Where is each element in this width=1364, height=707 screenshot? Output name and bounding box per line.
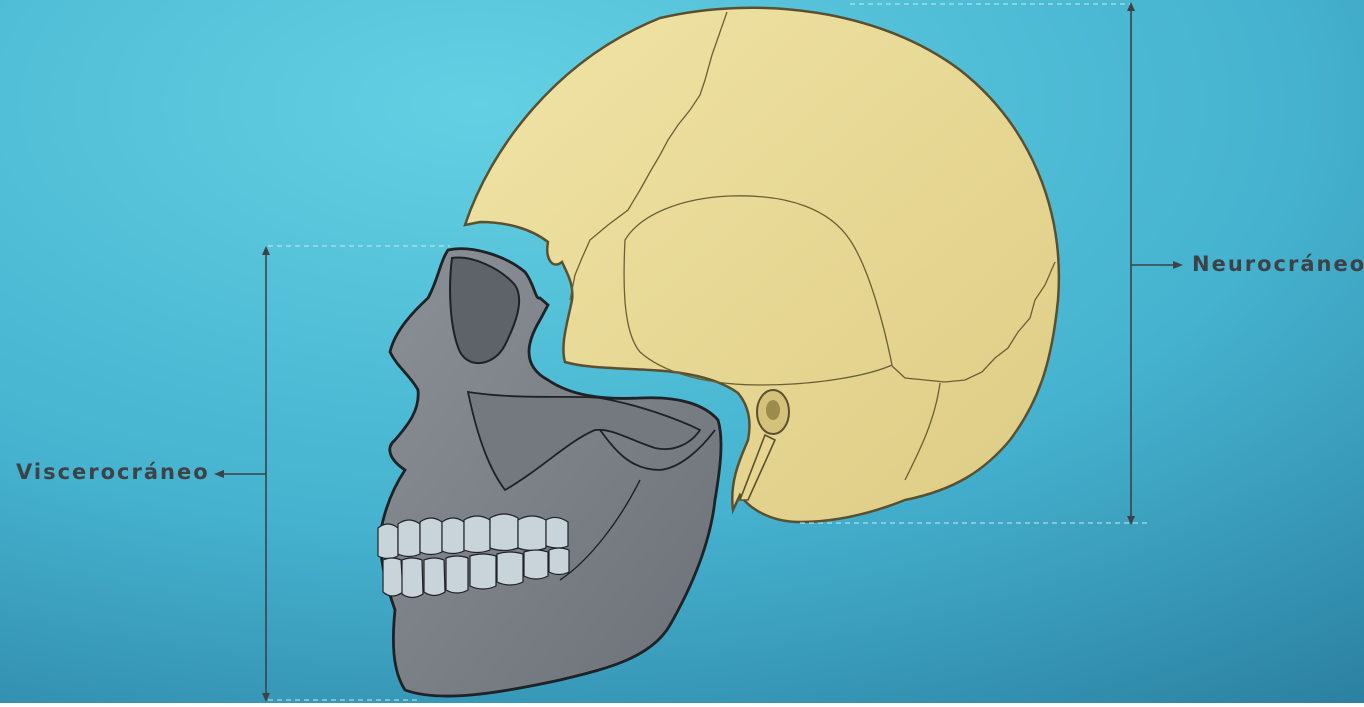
ear-canal-inner bbox=[766, 400, 780, 420]
upper-tooth bbox=[518, 516, 546, 551]
lower-tooth bbox=[549, 548, 569, 575]
upper-tooth bbox=[398, 520, 420, 557]
upper-tooth bbox=[546, 517, 568, 548]
lower-tooth bbox=[470, 554, 496, 589]
lower-tooth bbox=[424, 558, 445, 596]
upper-tooth bbox=[464, 516, 490, 553]
viscerocranium-label: Viscerocráneo bbox=[16, 460, 210, 484]
lower-tooth bbox=[497, 552, 523, 585]
upper-tooth bbox=[442, 518, 464, 554]
upper-tooth bbox=[490, 514, 518, 551]
upper-tooth bbox=[378, 524, 398, 559]
lower-tooth bbox=[446, 556, 468, 593]
lower-tooth bbox=[524, 550, 548, 579]
lower-tooth bbox=[383, 558, 403, 596]
lower-tooth bbox=[402, 558, 423, 598]
neurocranium-label: Neurocráneo bbox=[1192, 252, 1364, 276]
upper-tooth bbox=[420, 518, 442, 555]
